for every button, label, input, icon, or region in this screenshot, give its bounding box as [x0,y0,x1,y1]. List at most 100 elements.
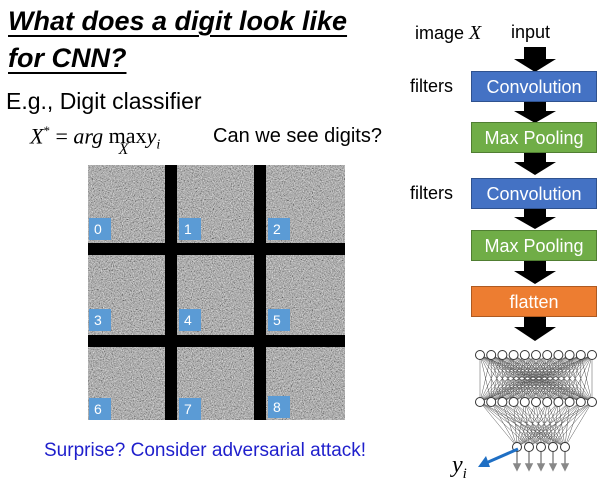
connection-line [546,401,566,448]
connection-line [524,401,542,448]
formula-max: max [108,123,147,149]
formula-star: * [43,123,50,138]
connection-line [491,401,554,448]
filters-label-1: filters [410,76,454,96]
neuron-node [587,350,597,360]
connection-line [479,401,554,448]
generated-digit-grid [88,165,345,420]
connection-line [540,401,559,448]
convolution-block-2: Convolution [471,178,597,209]
output-arrowhead-icon [560,463,570,472]
digit-label-7: 7 [179,398,201,420]
connection-line [513,401,530,448]
neuron-node [564,350,575,360]
neuron-node [536,442,546,452]
connection-line [491,401,566,448]
connection-line [516,401,570,448]
digit-label-2: 2 [268,218,290,240]
output-y-i: yi [452,452,467,483]
connection-line [552,401,593,448]
neuron-node [531,350,541,360]
down-arrow-icon [514,47,556,72]
digit-label-0: 0 [89,218,111,240]
connection-line [516,401,537,448]
flatten-block: flatten [471,286,597,317]
noise-image [88,165,345,420]
neuron-node [519,397,530,407]
connection-line [535,401,554,448]
connection-line [528,401,548,448]
neuron-node [531,397,541,407]
connection-line [479,354,514,403]
connection-line [491,401,530,448]
down-arrow-icon [514,317,556,341]
connection-line [502,401,518,448]
connection-line [528,401,537,448]
connection-line [528,401,593,448]
slide-title-line-1: What does a digit look like [8,6,348,36]
neuron-node [475,350,485,360]
neuron-node [542,350,553,360]
connection-line [558,401,566,448]
connection-line [502,401,542,448]
connection-line [528,401,559,448]
convolution-block-1: Convolution [471,71,597,102]
neuron-node [564,397,575,407]
connection-line [491,401,542,448]
connection-line [479,354,492,403]
digit-label-8: 8 [268,396,290,418]
formula-arg: arg [73,123,104,149]
connection-line [502,401,554,448]
connection-line [535,401,566,448]
connection-line [479,354,581,403]
neuron-node [587,397,597,407]
image-var: X [469,22,482,44]
image-x-label: image X [415,22,481,45]
connection-line [564,401,582,448]
output-arrowhead-icon [512,463,522,472]
neuron-node [560,442,570,452]
input-label: input [511,22,551,42]
max-pooling-block-2: Max Pooling [471,230,597,261]
output-var: y [452,452,463,478]
connection-line [479,354,593,403]
connection-line [552,401,570,448]
question-text: Can we see digits? [213,125,382,147]
argmax-formula: X* = arg max X yi [30,123,160,158]
connection-line [558,354,593,403]
connection-line [479,354,525,403]
formula-under-x: X [118,141,129,159]
down-arrow-icon [514,102,556,123]
connection-line [540,401,548,448]
filters-label-2: filters [410,183,454,203]
connection-line [479,354,503,403]
digit-label-4: 4 [179,309,201,331]
connection-line [513,401,518,448]
down-arrow-icon [514,208,556,229]
connection-line [524,401,566,448]
neuron-node [524,442,534,452]
connection-line [516,401,548,448]
neuron-node [508,397,519,407]
down-arrow-icon [514,259,556,284]
connection-line [547,354,593,403]
formula-y: y [146,123,157,149]
connection-line [479,401,530,448]
connection-line [502,354,593,403]
output-arrowhead-icon [536,463,546,472]
connection-line [580,354,593,403]
neuron-node [497,350,508,360]
pipeline-arrows [514,47,556,341]
neuron-node [548,442,558,452]
digit-label-5: 5 [268,309,290,331]
connection-line [502,401,530,448]
connection-line [535,401,542,448]
connection-line [479,354,570,403]
neuron-node [553,350,564,360]
connection-line [552,401,559,448]
formula-x: X [30,123,44,149]
connection-line [491,354,593,403]
neuron-node [575,397,586,407]
neuron-node [497,397,508,407]
neuron-node [486,350,497,360]
